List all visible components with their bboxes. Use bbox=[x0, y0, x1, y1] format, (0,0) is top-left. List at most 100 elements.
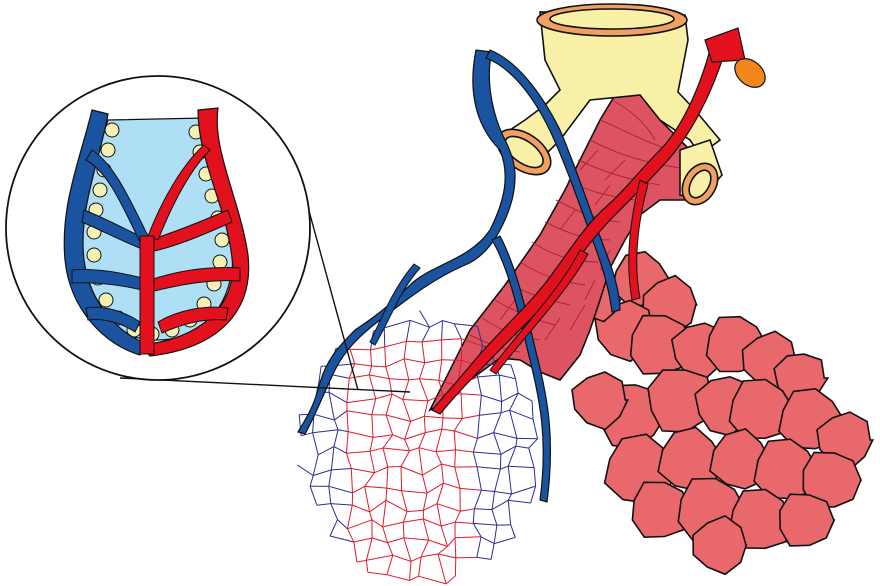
capillary-segment bbox=[454, 511, 461, 523]
capillary-segment bbox=[507, 445, 517, 467]
capillary-segment bbox=[479, 412, 502, 416]
alveolus bbox=[728, 378, 796, 440]
capillary-segment bbox=[371, 537, 388, 544]
capillary-segment bbox=[387, 537, 405, 544]
capillary-segment bbox=[494, 468, 501, 492]
capillary-segment bbox=[330, 503, 353, 506]
capillary-segment bbox=[330, 446, 335, 470]
capillary-segment bbox=[374, 466, 388, 474]
capillary-segment bbox=[371, 414, 374, 438]
capillary-segment bbox=[333, 419, 339, 430]
capillary-segment bbox=[422, 492, 428, 511]
capillary-segment bbox=[501, 392, 519, 403]
capillary-segment bbox=[454, 537, 457, 558]
capillary-segment bbox=[441, 320, 443, 340]
capillary-segment bbox=[347, 519, 373, 530]
capillary-segment bbox=[346, 504, 353, 529]
capillary-segment bbox=[421, 327, 430, 343]
capillary-segment bbox=[436, 483, 444, 504]
lining-cell bbox=[92, 182, 108, 198]
capillary-segment bbox=[419, 378, 429, 402]
capillary-segment bbox=[418, 447, 437, 453]
capillary-segment bbox=[508, 499, 531, 504]
capillary-segment bbox=[387, 466, 402, 468]
capillary-segment bbox=[410, 556, 422, 562]
capillary-segment bbox=[460, 508, 475, 512]
capillary-segment bbox=[338, 429, 349, 433]
capillary-segment bbox=[369, 447, 384, 452]
capillary-segment bbox=[476, 536, 482, 558]
pulmonary-artery bbox=[431, 27, 766, 415]
capillary-segment bbox=[435, 451, 442, 465]
capillary-segment bbox=[493, 525, 498, 544]
capillary-segment bbox=[410, 415, 425, 422]
capillary-segment bbox=[493, 536, 516, 545]
capillary-segment bbox=[462, 414, 480, 419]
capillary-segment bbox=[409, 575, 419, 581]
capillary-segment bbox=[472, 508, 475, 524]
capillary-segment bbox=[369, 499, 387, 513]
capillary-segment bbox=[510, 364, 517, 379]
capillary-segment bbox=[401, 490, 428, 494]
capillary-segment bbox=[345, 431, 349, 454]
capillary-segment bbox=[334, 410, 348, 421]
capillary-segment bbox=[403, 518, 424, 523]
capillary-segment bbox=[309, 486, 318, 506]
capillary-segment bbox=[454, 466, 461, 489]
capillary-segment bbox=[493, 432, 518, 439]
capillary-segment bbox=[510, 524, 516, 538]
capillary-segment bbox=[418, 575, 447, 585]
capillary-segment bbox=[410, 319, 430, 328]
capillary-segment bbox=[369, 437, 374, 452]
capillary-segment bbox=[370, 346, 385, 351]
capillary-segment bbox=[493, 412, 502, 433]
capillary-segment bbox=[422, 474, 428, 494]
capillary-segment bbox=[387, 542, 394, 556]
capillary-segment bbox=[364, 485, 387, 489]
capillary-segment bbox=[435, 428, 443, 452]
lining-cell bbox=[104, 122, 120, 138]
capillary-segment bbox=[508, 465, 535, 469]
capillary-segment bbox=[473, 522, 497, 526]
capillary-segment bbox=[476, 556, 492, 560]
capillary-segment bbox=[404, 358, 425, 364]
capillary-segment bbox=[477, 376, 482, 396]
lining-cell bbox=[214, 232, 230, 248]
capillary-segment bbox=[386, 466, 389, 489]
capillary-segment bbox=[385, 414, 394, 435]
capillary-segment bbox=[422, 518, 430, 541]
capillary-segment bbox=[383, 327, 386, 347]
capillary-segment bbox=[476, 466, 482, 491]
capillary-segment bbox=[454, 323, 478, 327]
bronchus-cartilage bbox=[496, 3, 723, 206]
capillary-segment bbox=[500, 465, 509, 470]
capillary-segment bbox=[386, 555, 394, 575]
capillary-segment bbox=[474, 508, 493, 511]
capillary-segment bbox=[402, 379, 410, 400]
capillary-segment bbox=[423, 416, 426, 433]
capillary-segment bbox=[490, 543, 495, 560]
alveolus bbox=[802, 451, 863, 509]
capillary-segment bbox=[498, 374, 503, 402]
capillary-segment bbox=[515, 438, 518, 447]
capillary-segment bbox=[368, 374, 377, 399]
capillary-segment bbox=[384, 346, 387, 367]
capillary-segment bbox=[418, 447, 423, 476]
capillary-segment bbox=[368, 365, 373, 376]
capillary-segment bbox=[419, 378, 439, 381]
capillary-segment bbox=[352, 504, 370, 513]
capillary-segment bbox=[328, 486, 332, 504]
capillary-segment bbox=[423, 503, 438, 511]
capillary-segment bbox=[337, 519, 348, 530]
capillary-segment bbox=[424, 415, 444, 419]
capillary-segment bbox=[447, 537, 456, 547]
capillary-segment bbox=[365, 560, 369, 573]
capillary-segment bbox=[402, 399, 412, 422]
capillary-segment bbox=[328, 469, 332, 487]
capillary-segment bbox=[382, 447, 410, 452]
capillary-segment bbox=[453, 430, 456, 450]
capillary-segment bbox=[389, 378, 409, 381]
capillary-segment bbox=[459, 487, 482, 491]
capillary-segment bbox=[494, 491, 512, 495]
